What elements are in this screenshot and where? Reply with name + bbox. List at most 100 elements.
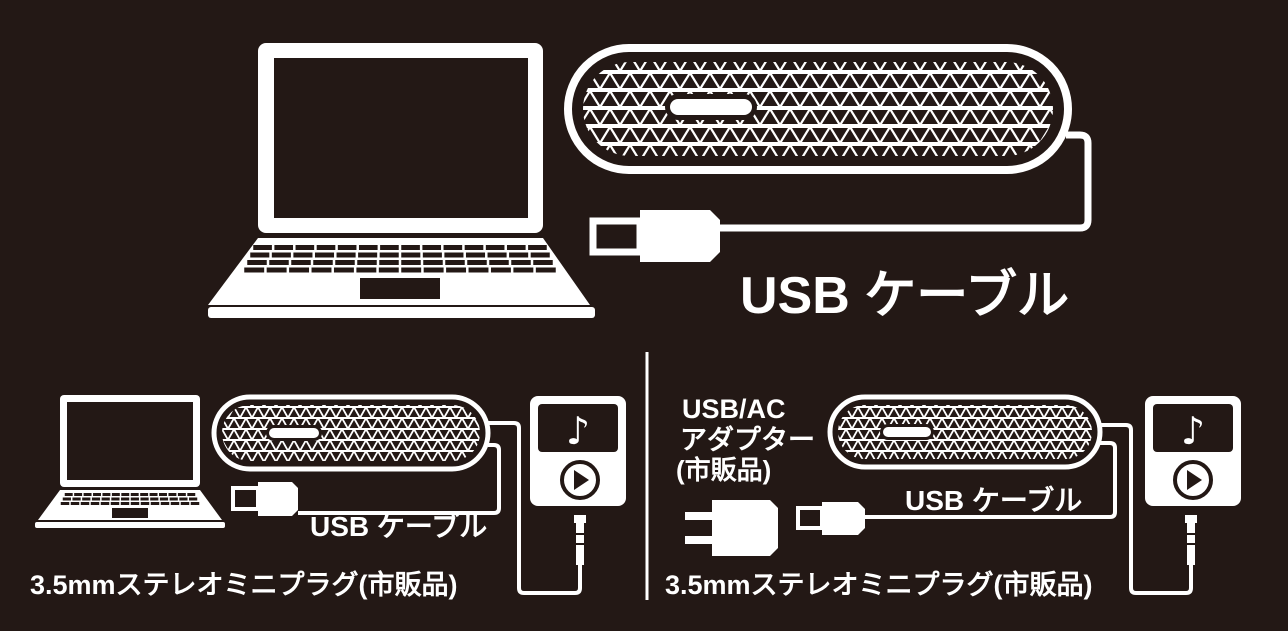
keyboard-key bbox=[111, 493, 120, 496]
keyboard-key bbox=[356, 267, 377, 273]
keyboard-key bbox=[253, 245, 272, 250]
keyboard-key bbox=[291, 260, 311, 265]
keyboard-key bbox=[422, 245, 442, 250]
keyboard-key bbox=[337, 245, 357, 250]
adapter-label-line2: アダプター bbox=[680, 424, 815, 455]
keyboard-key bbox=[335, 260, 355, 265]
keyboard-key bbox=[170, 502, 180, 505]
audio-cable bbox=[488, 421, 582, 595]
keyboard-key bbox=[70, 502, 80, 505]
keyboard-key bbox=[487, 252, 507, 258]
keyboard-key bbox=[90, 502, 100, 505]
keyboard-key bbox=[511, 260, 531, 265]
play-icon bbox=[560, 460, 600, 500]
keyboard-key bbox=[159, 493, 167, 496]
keyboard-key bbox=[179, 497, 188, 501]
keyboard-key bbox=[160, 502, 170, 505]
keyboard-key bbox=[62, 497, 71, 501]
keyboard-key bbox=[465, 252, 486, 258]
keyboard-key bbox=[379, 260, 399, 265]
keyboard-key bbox=[102, 493, 111, 496]
keyboard-key bbox=[271, 252, 291, 258]
keyboard-key bbox=[295, 245, 315, 250]
keyboard-key bbox=[82, 497, 91, 501]
keyboard-key bbox=[100, 502, 110, 505]
keyboard-key bbox=[140, 493, 149, 496]
keyboard-key bbox=[379, 252, 399, 258]
keyboard-key bbox=[93, 493, 101, 496]
keyboard-key bbox=[445, 260, 465, 265]
laptop-icon bbox=[35, 395, 225, 528]
usb-cable-label: USB ケーブル bbox=[740, 266, 1069, 325]
audio-jack-icon bbox=[1185, 515, 1197, 565]
speaker-icon bbox=[827, 394, 1103, 470]
keyboard-key bbox=[111, 497, 120, 501]
keyboard-key bbox=[274, 245, 294, 250]
keyboard-key bbox=[509, 252, 529, 258]
keyboard-key bbox=[401, 252, 421, 258]
stereo-plug-label: 3.5mmステレオミニプラグ(市販品) bbox=[30, 569, 458, 600]
keyboard-key bbox=[121, 497, 130, 501]
keyboard-key bbox=[289, 267, 310, 273]
keyboard-key bbox=[506, 245, 526, 250]
keyboard-key bbox=[74, 493, 83, 496]
keyboard-key bbox=[83, 493, 92, 496]
usb-plug-icon bbox=[796, 502, 865, 535]
usb-cable bbox=[298, 443, 501, 515]
keyboard-key bbox=[130, 502, 140, 505]
keyboard-key bbox=[91, 497, 101, 501]
keyboard-key bbox=[159, 497, 169, 501]
keyboard-key bbox=[313, 260, 333, 265]
keyboard-key bbox=[468, 267, 489, 273]
keyboard-key bbox=[490, 267, 511, 273]
music-player-icon: ♪ bbox=[1145, 396, 1241, 506]
keyboard-key bbox=[380, 245, 399, 250]
keyboard-key bbox=[485, 245, 505, 250]
keyboard-key bbox=[101, 497, 110, 501]
keyboard-key bbox=[535, 267, 556, 273]
speaker-icon bbox=[211, 394, 491, 472]
usb-cable bbox=[718, 131, 1092, 232]
speaker-icon bbox=[564, 44, 1072, 174]
keyboard-key bbox=[357, 260, 377, 265]
keyboard-key bbox=[187, 493, 196, 496]
usb-cable bbox=[864, 441, 1117, 519]
keyboard-key bbox=[446, 267, 467, 273]
usb-cable-label: USB ケーブル bbox=[905, 484, 1082, 516]
usb-plug-icon bbox=[589, 210, 720, 262]
music-player-icon: ♪ bbox=[530, 396, 626, 506]
keyboard-key bbox=[266, 267, 287, 273]
keyboard-key bbox=[401, 260, 421, 265]
keyboard-key bbox=[64, 493, 73, 496]
keyboard-key bbox=[378, 267, 399, 273]
keyboard-key bbox=[401, 245, 420, 250]
keyboard-key bbox=[333, 267, 354, 273]
audio-cable bbox=[1098, 423, 1193, 595]
laptop-icon bbox=[208, 43, 595, 318]
keyboard-key bbox=[110, 502, 120, 505]
audio-jack-icon bbox=[574, 515, 586, 565]
keyboard-key bbox=[130, 497, 139, 501]
keyboard-key bbox=[467, 260, 487, 265]
adapter-label-line1: USB/AC bbox=[682, 394, 786, 424]
keyboard-key bbox=[464, 245, 484, 250]
keyboard-key bbox=[247, 260, 267, 265]
keyboard-key bbox=[530, 252, 550, 258]
usb-cable-label: USB ケーブル bbox=[310, 510, 487, 542]
keyboard-key bbox=[311, 267, 332, 273]
keyboard-key bbox=[533, 260, 553, 265]
keyboard-key bbox=[168, 493, 177, 496]
ac-adapter-icon bbox=[685, 500, 778, 556]
keyboard-key bbox=[189, 497, 198, 501]
keyboard-key bbox=[190, 502, 200, 505]
keyboard-key bbox=[401, 267, 422, 273]
keyboard-key bbox=[120, 502, 130, 505]
usb-plug-icon bbox=[231, 482, 298, 516]
keyboard-key bbox=[336, 252, 356, 258]
keyboard-key bbox=[177, 493, 186, 496]
keyboard-key bbox=[121, 493, 130, 496]
keyboard-key bbox=[150, 502, 160, 505]
keyboard-key bbox=[72, 497, 81, 501]
keyboard-key bbox=[422, 252, 442, 258]
